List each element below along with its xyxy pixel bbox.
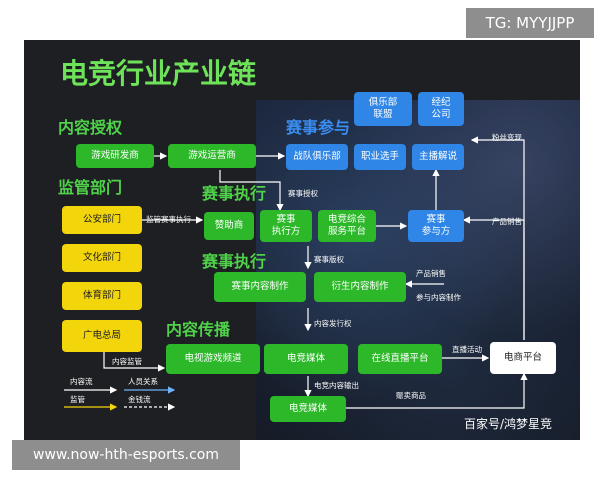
source-credit: 百家号/鸿梦星竞 [464, 417, 553, 431]
box-culture: 文化部门 [62, 244, 142, 272]
heading-supervision: 监管部门 [58, 178, 123, 197]
heading-content-spread: 内容传播 [166, 320, 231, 339]
box-team-club: 战队俱乐部 [286, 144, 348, 170]
box-agency: 经纪 公司 [418, 92, 464, 126]
arrow-auth [219, 170, 284, 212]
box-game-op: 游戏运营商 [168, 144, 256, 168]
box-sponsor: 赞助商 [204, 212, 254, 240]
arrow-content-supervise [103, 352, 166, 372]
arrow-fan [470, 136, 525, 340]
legend-content-flow: 内容流 [70, 377, 93, 386]
footer-url-watermark: www.now-hth-esports.com [12, 440, 240, 470]
industry-chain-diagram: 电竞行业产业链 内容授权 监管部门 赛事参与 赛事执行 赛事执行 内容传播 游戏… [24, 40, 580, 440]
box-live-platform: 在线直播平台 [358, 344, 442, 374]
label-supervise-exec: 监管赛事执行 [146, 215, 191, 224]
connector-arrows [64, 136, 528, 411]
label-content-distribution: 内容发行权 [314, 319, 352, 328]
box-police: 公安部门 [62, 206, 142, 234]
box-event-executor: 赛事 执行方 [260, 210, 312, 242]
label-merch: 赈卖商品 [396, 391, 426, 400]
box-game-dev: 游戏研发商 [76, 144, 154, 168]
box-pro-player: 职业选手 [354, 144, 406, 170]
label-supervise-content: 内容监管 [112, 357, 142, 366]
label-event-auth: 赛事授权 [288, 189, 318, 198]
box-broadcast: 广电总局 [62, 320, 142, 352]
watermark-badge: TG: MYYJJPP [466, 8, 594, 38]
box-event-content: 赛事内容制作 [214, 272, 306, 302]
box-event-participant: 赛事 参与方 [408, 210, 464, 242]
box-esports-media-2: 电竞媒体 [270, 396, 346, 422]
box-ecommerce: 电商平台 [490, 342, 556, 374]
box-esports-media-1: 电竞媒体 [264, 344, 348, 374]
label-product-sales-2: 产品销售 [416, 269, 446, 278]
heading-event-exec-1: 赛事执行 [202, 184, 267, 203]
legend-people: 人员关系 [128, 377, 158, 386]
heading-content-auth: 内容授权 [58, 118, 123, 137]
box-club-league: 俱乐部 联盟 [354, 92, 412, 126]
box-tv-channel: 电视游戏频道 [166, 344, 260, 374]
legend-money: 金钱流 [128, 395, 151, 404]
label-content-making: 参与内容制作 [416, 293, 461, 302]
label-product-sales-1: 产品销售 [492, 217, 522, 226]
diagram-title: 电竞行业产业链 [60, 57, 257, 90]
label-live-events: 直播活动 [452, 345, 482, 354]
heading-event-participation: 赛事参与 [286, 118, 351, 137]
label-fan-monetize: 粉丝变现 [492, 133, 522, 142]
box-sports: 体育部门 [62, 282, 142, 310]
arrow-sales [462, 216, 525, 340]
label-esports-output: 电竞内容输出 [314, 381, 359, 390]
heading-event-exec-2: 赛事执行 [202, 252, 267, 271]
label-event-rights: 赛事版权 [314, 255, 344, 264]
box-host-commentary: 主播解说 [412, 144, 464, 170]
box-derivative-content: 衍生内容制作 [314, 272, 406, 302]
legend-supervision: 监管 [70, 395, 85, 404]
arrow-merch [346, 372, 528, 409]
box-esports-service: 电竞综合 服务平台 [318, 210, 376, 242]
